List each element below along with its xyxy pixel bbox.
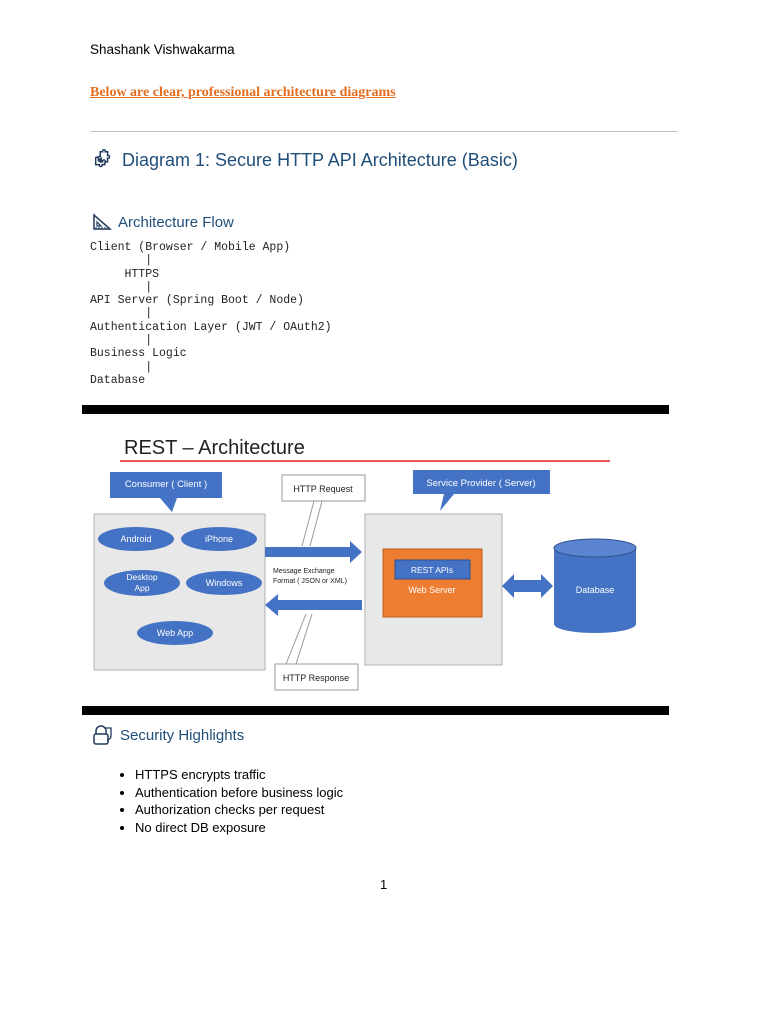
diagram-heading: Diagram 1: Secure HTTP API Architecture … <box>92 149 518 171</box>
client-desktop-label: Desktop <box>126 572 157 582</box>
message-format-line2: Format ( JSON or XML) <box>273 578 347 585</box>
security-list: HTTPS encrypts traffic Authentication be… <box>113 766 343 836</box>
server-db-arrow <box>502 574 553 598</box>
security-heading-text: Security Highlights <box>120 726 245 744</box>
response-pointer <box>285 613 307 665</box>
flow-line: Authentication Layer (JWT / OAuth2) <box>90 320 332 334</box>
provider-label: Service Provider ( Server) <box>426 478 535 489</box>
request-arrow <box>265 541 362 563</box>
client-webapp <box>137 621 213 645</box>
rest-apis-label: REST APIs <box>411 565 453 575</box>
flow-line: | <box>90 254 153 268</box>
request-pointer-2 <box>309 500 323 547</box>
http-request-label: HTTP Request <box>293 484 353 494</box>
figure-bottom-border <box>82 706 669 715</box>
list-item: HTTPS encrypts traffic <box>135 766 343 784</box>
rest-architecture-svg: REST – Architecture Consumer ( Client ) … <box>93 437 637 691</box>
response-arrow <box>265 594 362 616</box>
rest-apis-box <box>394 559 471 580</box>
intro-text: Below are clear, professional architectu… <box>90 85 396 100</box>
diagram-title: Diagram 1: Secure HTTP API Architecture … <box>122 149 518 170</box>
provider-callout <box>413 470 550 511</box>
flow-line: | <box>90 280 153 294</box>
client-android-label: Android <box>120 534 151 544</box>
client-desktop <box>104 570 180 596</box>
client-windows-label: Windows <box>206 578 243 588</box>
horizontal-rule <box>90 131 678 132</box>
flow-line: API Server (Spring Boot / Node) <box>90 294 304 308</box>
database-cylinder <box>554 548 636 633</box>
client-windows <box>186 571 262 595</box>
message-format-line1: Message Exchange <box>273 568 335 575</box>
list-item: No direct DB exposure <box>135 819 343 837</box>
request-pointer <box>301 500 315 547</box>
database-label: Database <box>576 585 615 595</box>
page-number: 1 <box>380 877 388 892</box>
flow-line: | <box>90 334 153 348</box>
figure-top-border <box>82 405 669 414</box>
web-server-label: Web Server <box>408 585 455 595</box>
figure-title: REST – Architecture <box>124 437 305 459</box>
architecture-flow: Client (Browser / Mobile App) | HTTPS |A… <box>90 241 332 387</box>
flow-line: Database <box>90 373 146 387</box>
http-request-box <box>281 474 366 502</box>
flow-line: HTTPS <box>90 267 160 281</box>
flow-line: | <box>90 360 153 374</box>
consumer-label: Consumer ( Client ) <box>125 479 207 490</box>
lock-icon <box>93 725 112 745</box>
web-server-box <box>382 548 483 618</box>
flow-heading-text: Architecture Flow <box>118 213 234 231</box>
list-item: Authentication before business logic <box>135 784 343 802</box>
rest-architecture-figure: REST – Architecture Consumer ( Client ) … <box>82 414 669 706</box>
http-response-box <box>274 663 359 691</box>
list-item: Authorization checks per request <box>135 801 343 819</box>
security-heading: Security Highlights <box>92 725 244 745</box>
client-webapp-label: Web App <box>157 628 193 638</box>
consumer-callout <box>110 472 222 512</box>
flow-line: Business Logic <box>90 347 187 361</box>
puzzle-icon <box>94 149 111 168</box>
author-name: Shashank Vishwakarma <box>90 42 235 57</box>
flow-line: | <box>90 307 153 321</box>
client-android <box>98 527 174 551</box>
database-top <box>553 538 637 558</box>
http-response-label: HTTP Response <box>283 673 349 683</box>
flow-line: Client (Browser / Mobile App) <box>90 241 291 254</box>
triangle-ruler-icon <box>93 213 112 230</box>
flow-heading: Architecture Flow <box>92 213 234 231</box>
client-iphone-label: iPhone <box>205 534 233 544</box>
response-pointer-2 <box>295 613 313 665</box>
client-iphone <box>181 527 257 551</box>
client-desktop-label-2: App <box>134 583 149 593</box>
